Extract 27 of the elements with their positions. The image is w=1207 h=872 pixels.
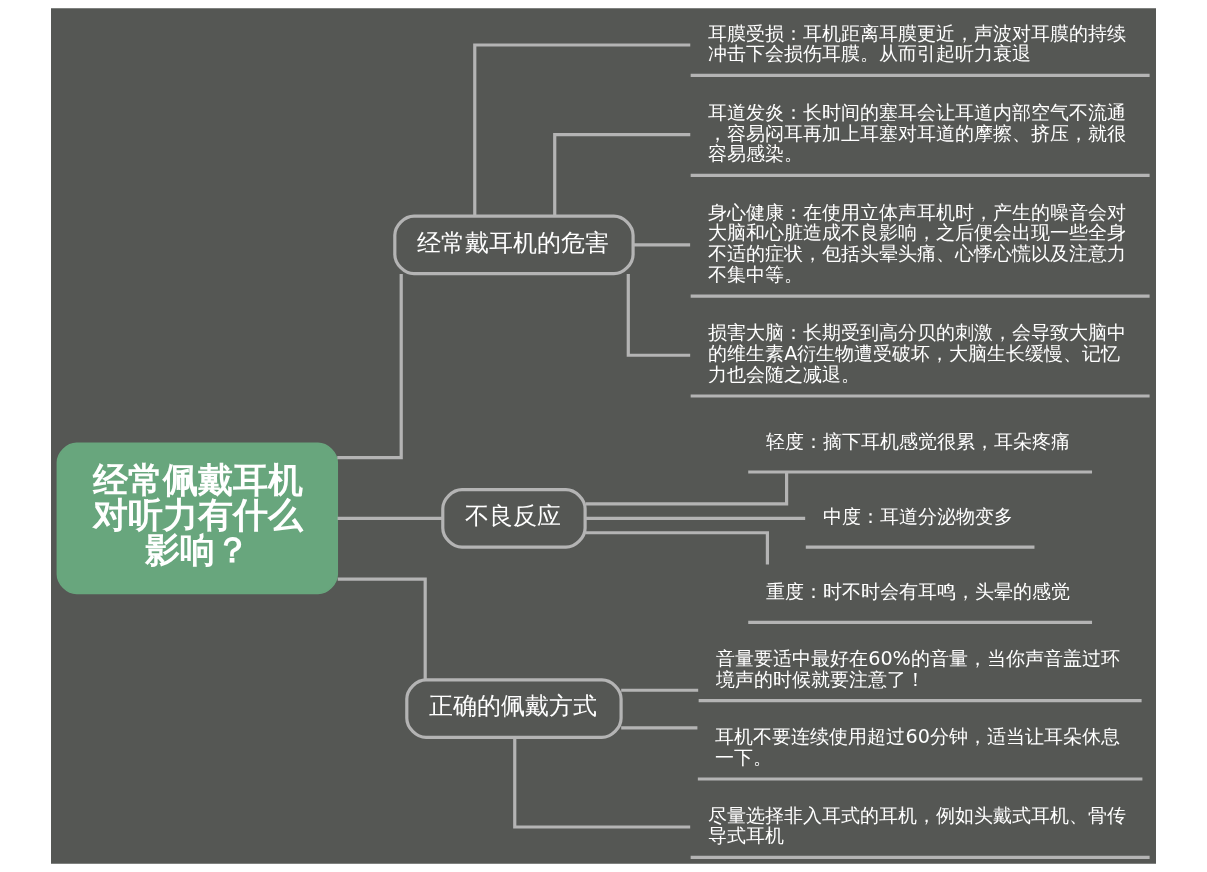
connector (621, 688, 699, 692)
node-text: 轻度：摘下耳机感觉很累，耳朵疼痛 (765, 430, 1070, 454)
node-box: 经常佩戴耳机对听力有什么影响？ (56, 442, 339, 595)
node-text: 耳道发炎：长时间的塞耳会让耳道内部空气不流通，容易闷耳再加上耳塞对耳道的摩擦、挤压，就很容易感染。 (708, 100, 1127, 166)
node-text: 中度：耳道分泌物变多 (823, 505, 1014, 529)
node-text: 耳膜受损：耳机距离耳膜更近，声波对耳膜的持续冲击下会损伤耳膜。从而引起听力衰退 (708, 21, 1127, 66)
connector (585, 516, 806, 520)
connector (621, 726, 698, 730)
node-text: 耳机不要连续使用超过60分钟，适当让耳朵休息一下。 (715, 725, 1120, 769)
connector (585, 472, 789, 506)
connector (633, 243, 691, 247)
node-text: 尽量选择非入耳式的耳机，例如头戴式耳机、骨传导式耳机 (708, 803, 1127, 848)
node-text: 身心健康：在使用立体声耳机时，产生的噪音会对大脑和心脏造成不良影响，之后便会出现一些全身不适的症状，包括头晕头痛、心悸心慌以及注意力不集中等。 (708, 200, 1127, 287)
node-text: 重度：时不时会有耳鸣，头晕的感觉 (765, 580, 1070, 604)
node-box: 不良反应 (441, 487, 587, 549)
node-text: 损害大脑：长期受到高分贝的刺激，会导致大脑中的维生素A衍生物遭受破坏，大脑生长缓慢、记忆力也会随之减退。 (708, 321, 1127, 386)
node-box: 正确的佩戴方式 (405, 678, 623, 740)
connector (337, 577, 427, 680)
connector (585, 531, 769, 565)
connector (337, 516, 443, 520)
connector (513, 737, 691, 829)
connector (473, 43, 691, 216)
connector (626, 273, 691, 357)
node-text: 音量要适中最好在60%的音量，当你声音盖过环境声的时候就要注意了！ (716, 646, 1120, 691)
connector (337, 274, 403, 460)
node-box: 经常戴耳机的危害 (393, 214, 635, 276)
connector (553, 132, 691, 216)
